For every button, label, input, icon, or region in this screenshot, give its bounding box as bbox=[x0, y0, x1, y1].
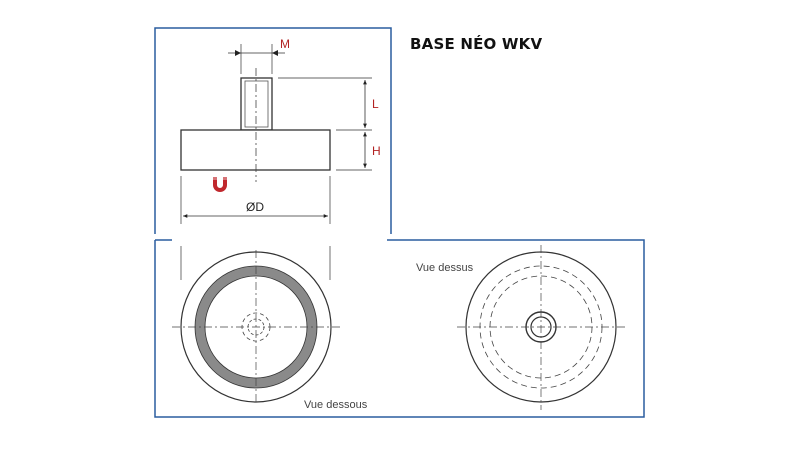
d-dimension-label: ØD bbox=[246, 200, 264, 214]
bottom-view-label: Vue dessous bbox=[304, 399, 368, 411]
product-title: BASE NÉO WKV bbox=[410, 35, 543, 53]
side-view: M L H ØD bbox=[180, 37, 381, 224]
m-dimension-label: M bbox=[280, 37, 290, 51]
magnet-base-disc bbox=[180, 129, 331, 171]
threaded-stud bbox=[240, 77, 273, 131]
top-view: Vue dessus bbox=[416, 245, 626, 410]
horseshoe-magnet-icon bbox=[213, 177, 227, 192]
bottom-view: Vue dessous bbox=[172, 250, 368, 411]
plan-view-frame-left bbox=[154, 239, 645, 418]
side-view-frame bbox=[154, 27, 392, 234]
stud-inner bbox=[244, 80, 269, 128]
l-dimension-label: L bbox=[372, 97, 379, 111]
top-view-label: Vue dessus bbox=[416, 262, 474, 274]
h-dimension-label: H bbox=[372, 144, 381, 158]
